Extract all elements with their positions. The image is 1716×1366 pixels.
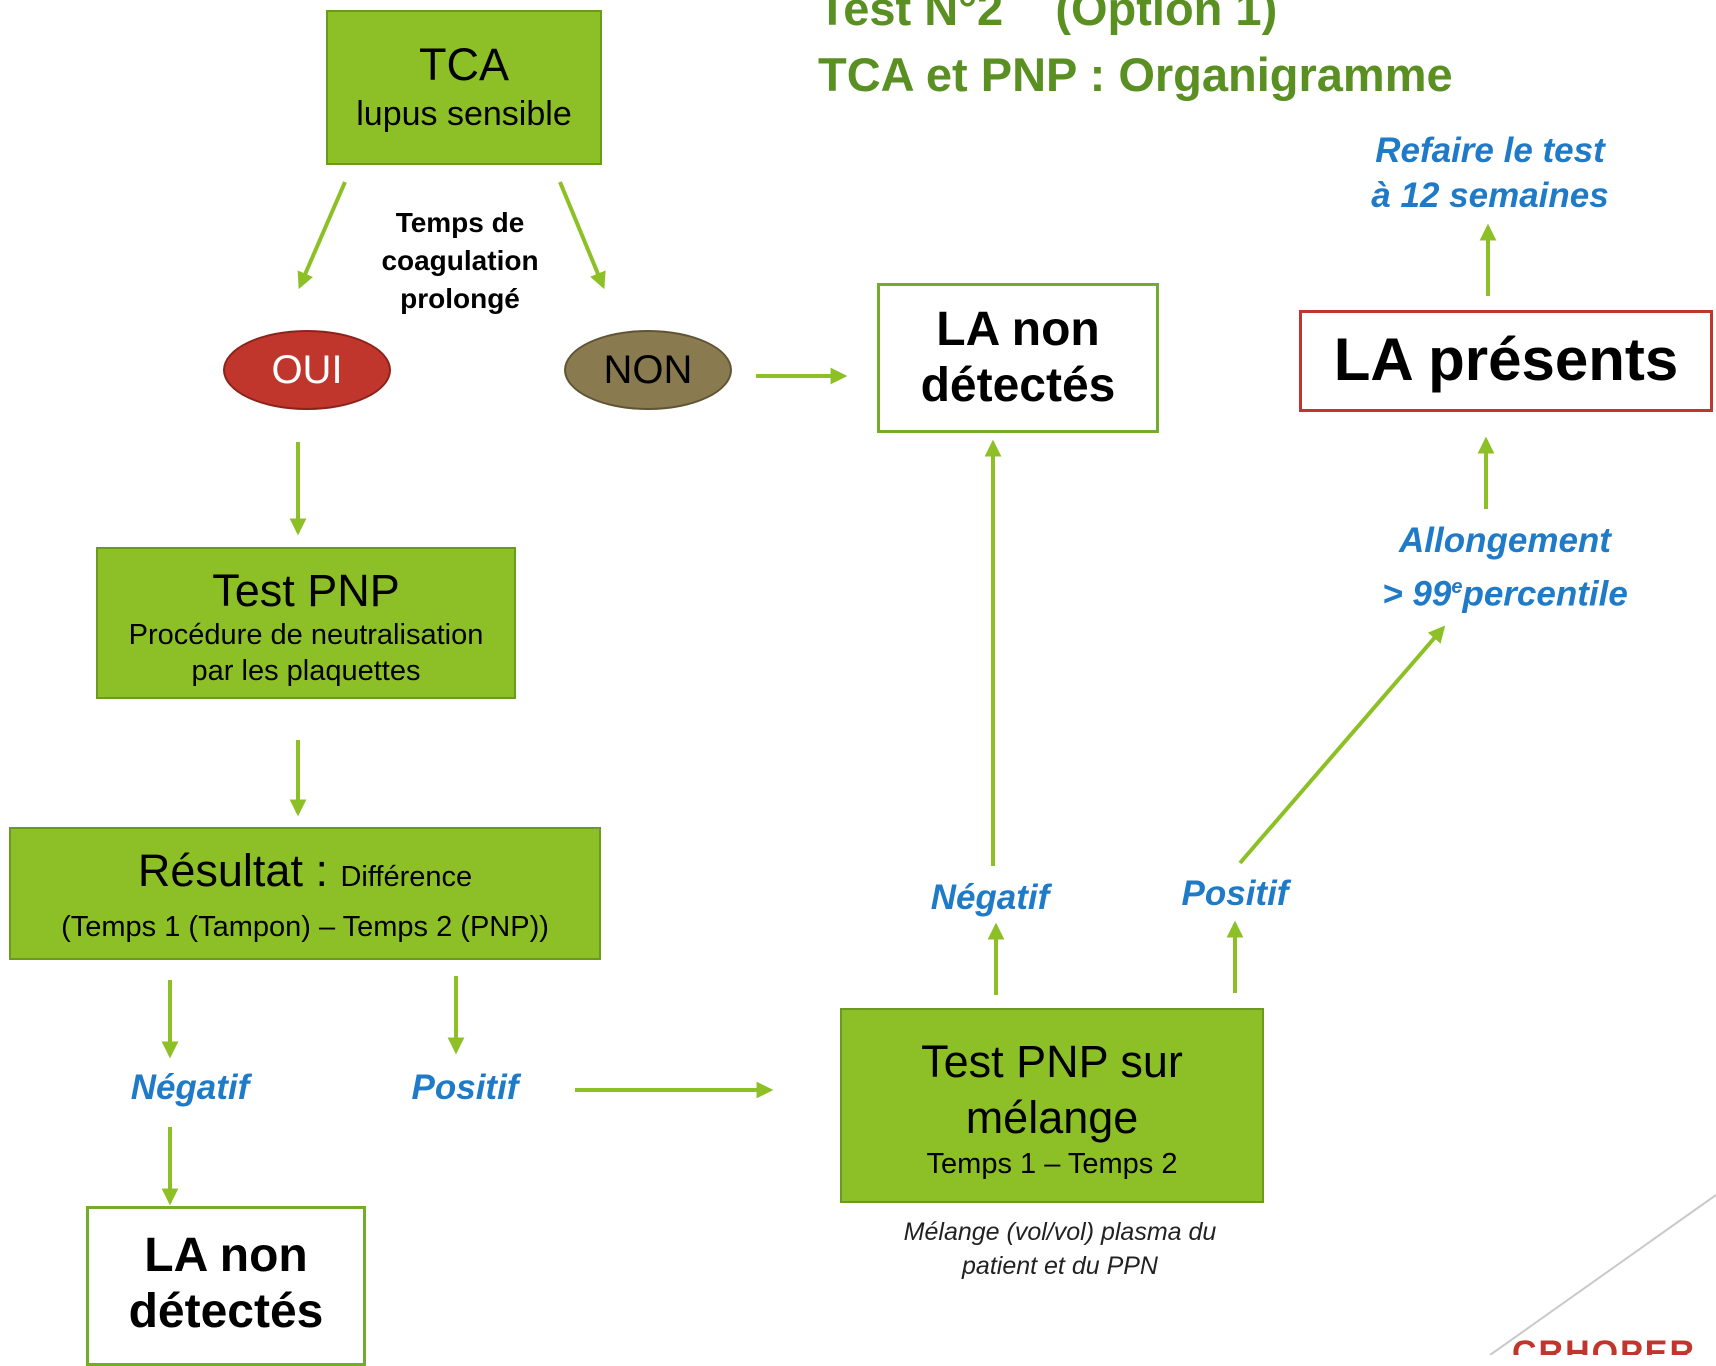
crhoper-logo-text: CRHOPER: [1512, 1334, 1697, 1355]
allongement-label: Allongement > 99epercentile: [1360, 518, 1650, 618]
la-non-detectes-bottom-box: LA non détectés: [86, 1206, 366, 1366]
tca-box-title: TCA: [419, 39, 509, 90]
la-non-detectes-top-box: LA non détectés: [877, 283, 1159, 433]
test-pnp-title: Test PNP: [212, 565, 400, 616]
page-title: Test N°2 (Option 1) TCA et PNP : Organig…: [818, 0, 1453, 106]
left-positif-label: Positif: [411, 1068, 519, 1107]
resultat-title-small: Différence: [340, 861, 473, 893]
allongement-prefix: > 99: [1382, 574, 1452, 614]
resultat-title: Résultat :: [137, 845, 341, 896]
melange-note-line-1: Mélange (vol/vol) plasma du: [903, 1218, 1217, 1246]
la-non-detectes-bottom-line-1: LA non: [144, 1229, 308, 1282]
melange-note: Mélange (vol/vol) plasma du patient et d…: [850, 1215, 1270, 1283]
test-pnp-box: Test PNP Procédure de neutralisation par…: [96, 547, 516, 699]
branch-label-line-1: Temps de: [395, 207, 525, 238]
logo-swoosh: [1489, 1194, 1716, 1355]
la-non-detectes-top-line-2: détectés: [920, 359, 1116, 412]
test-pnp-line-2: par les plaquettes: [191, 655, 421, 687]
left-negatif-label: Négatif: [130, 1068, 250, 1107]
la-non-detectes-bottom-line-2: détectés: [128, 1285, 324, 1338]
refaire-label: Refaire le test à 12 semaines: [1330, 128, 1650, 218]
oui-node: OUI: [223, 330, 391, 410]
oui-label: OUI: [271, 348, 343, 392]
title-line-1: Test N°2 (Option 1): [818, 0, 1278, 35]
allongement-superscript: e: [1451, 576, 1463, 598]
resultat-line-2: (Temps 1 (Tampon) – Temps 2 (PNP)): [61, 911, 549, 943]
melange-note-line-2: patient et du PPN: [962, 1252, 1158, 1280]
right-negatif-label: Négatif: [930, 878, 1050, 917]
allongement-line-1: Allongement: [1399, 521, 1611, 560]
tca-box: TCA lupus sensible: [326, 10, 602, 165]
tca-box-subtitle: lupus sensible: [356, 95, 572, 133]
allongement-suffix: percentile: [1462, 574, 1628, 614]
arrow-tca-to-oui: [297, 181, 347, 290]
refaire-line-2: à 12 semaines: [1371, 176, 1609, 215]
non-node: NON: [564, 330, 732, 410]
la-presents-label: LA présents: [1333, 326, 1679, 393]
refaire-line-1: Refaire le test: [1375, 131, 1605, 170]
non-label: NON: [603, 348, 693, 392]
branch-label: Temps de coagulation prolongé: [350, 204, 570, 318]
right-positif-label: Positif: [1181, 874, 1289, 913]
melange-box: Test PNP sur mélange Temps 1 – Temps 2: [840, 1008, 1264, 1203]
resultat-box: Résultat : Différence (Temps 1 (Tampon) …: [9, 827, 601, 960]
melange-line-3: Temps 1 – Temps 2: [926, 1148, 1178, 1180]
arrow-tca-to-non: [558, 181, 606, 290]
branch-label-line-3: prolongé: [400, 283, 520, 314]
resultat-title-row: Résultat : Différence: [11, 845, 599, 908]
allongement-line-2: > 99epercentile: [1360, 564, 1650, 618]
melange-line-2: mélange: [965, 1092, 1139, 1143]
crhoper-logo: CRHOPER: [1512, 1333, 1716, 1355]
melange-line-1: Test PNP sur: [921, 1036, 1183, 1087]
test-pnp-line-1: Procédure de neutralisation: [128, 619, 484, 651]
la-non-detectes-top-line-1: LA non: [936, 303, 1100, 356]
branch-label-line-2: coagulation: [381, 245, 539, 276]
la-presents-box: LA présents: [1299, 310, 1713, 412]
arrow-positif-to-allongement: [1238, 625, 1446, 865]
title-line-2: TCA et PNP : Organigramme: [818, 48, 1453, 101]
